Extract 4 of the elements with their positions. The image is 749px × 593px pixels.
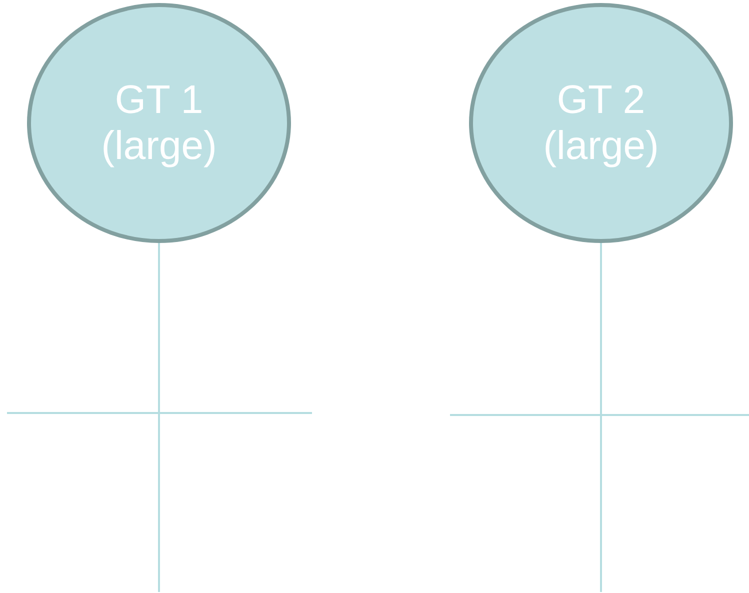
line [158,241,160,592]
line [600,241,602,592]
node-label: GT 1 (large) [100,77,218,169]
node-label: GT 2 (large) [542,77,660,169]
